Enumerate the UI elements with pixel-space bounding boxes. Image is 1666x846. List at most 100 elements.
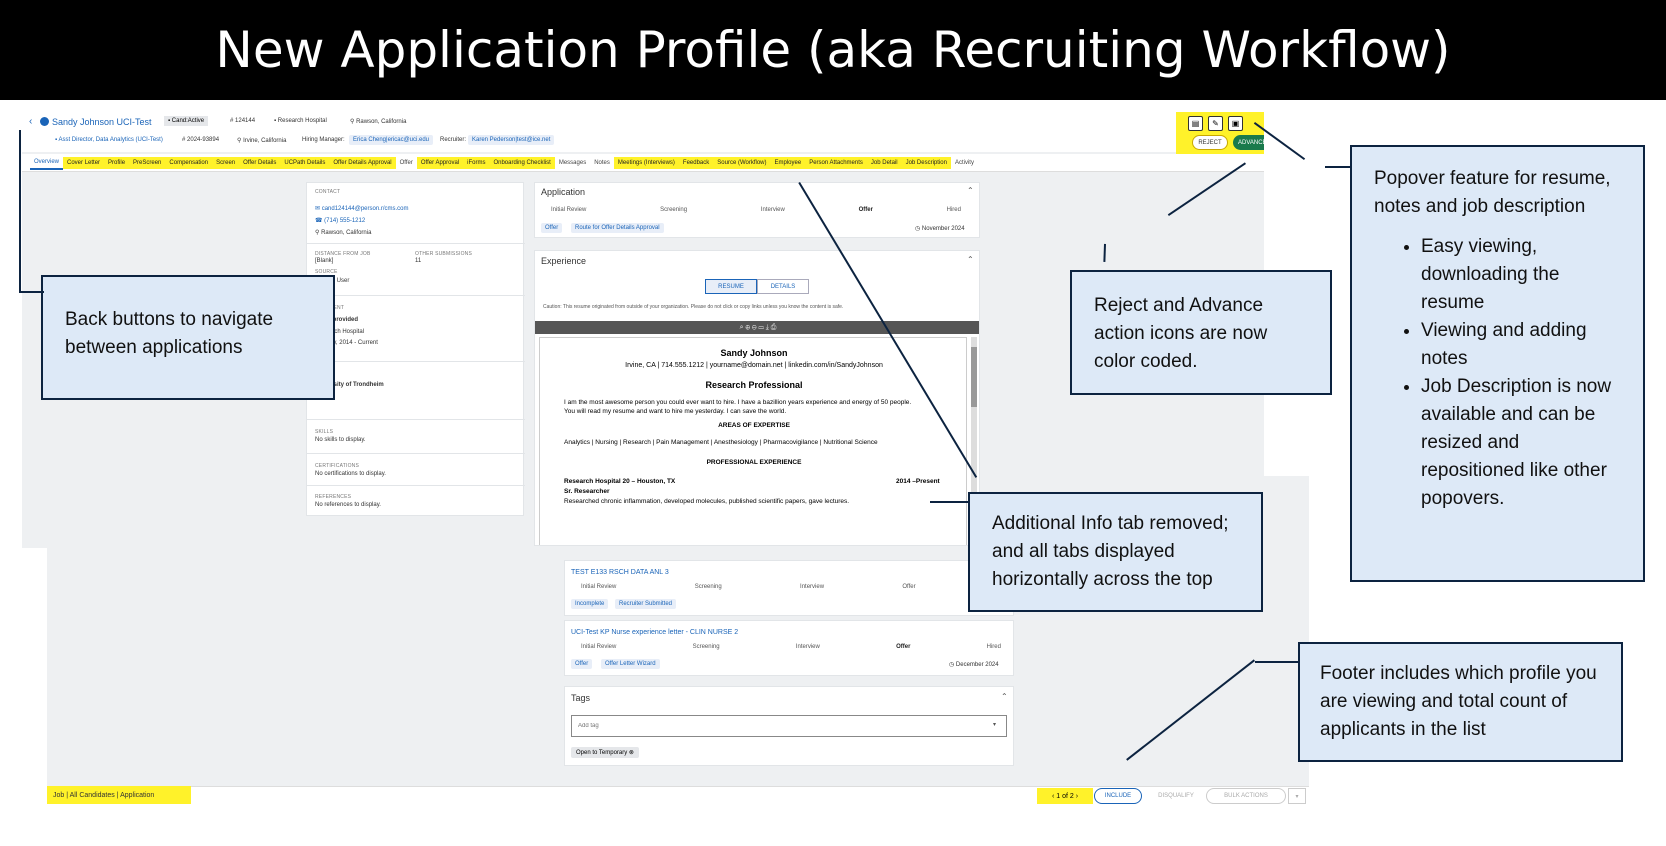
collapse-icon[interactable]: ⌃ <box>1001 692 1008 701</box>
tab-iforms[interactable]: iForms <box>463 156 490 169</box>
hiring-manager-chip[interactable]: Erica Cheng|ericac@uci.edu <box>349 135 434 145</box>
job-title-value[interactable]: Asst Director, Data Analytics (UCI-Test) <box>58 137 163 143</box>
tab-screen[interactable]: Screen <box>212 156 240 169</box>
footer-divider <box>47 786 1309 787</box>
resume-toggle[interactable]: RESUME <box>705 279 757 294</box>
tab-meetings[interactable]: Meetings (Interviews) <box>613 156 679 169</box>
pdf-scrollbar[interactable] <box>971 337 977 545</box>
advance-button[interactable]: ADVANCE <box>1233 135 1264 150</box>
tab-job-description[interactable]: Job Description <box>901 156 951 169</box>
tab-prescreen[interactable]: PreScreen <box>129 156 166 169</box>
email-row[interactable]: ✉ cand124144@person.r/cms.com <box>315 205 409 212</box>
disqualify-button[interactable]: DISQUALIFY <box>1158 793 1194 799</box>
remove-tag-icon[interactable]: ⊗ <box>628 750 634 756</box>
back-icon[interactable]: ‹ <box>29 116 33 127</box>
profile-header: ‹ Sandy Johnson UCI-Test ▪ Cand:Active #… <box>22 112 1264 152</box>
tab-onboarding-checklist[interactable]: Onboarding Checklist <box>489 156 555 169</box>
other-app-title[interactable]: UCI-Test KP Nurse experience letter - CL… <box>571 629 739 636</box>
collapse-icon[interactable]: ⌃ <box>967 186 974 195</box>
source-label: SOURCE <box>315 269 338 275</box>
resume-role: Sr. Researcher <box>564 488 610 495</box>
prev-icon[interactable]: ‹ <box>1051 792 1055 800</box>
recruiter-chip[interactable]: Karen Pederson|test@ice.net <box>468 135 555 145</box>
education-school: University of Trondheim <box>315 382 384 388</box>
other-application-card[interactable]: TEST E133 RSCH DATA ANL 3 Initial Review… <box>564 560 1014 616</box>
other-app-date-value: December 2024 <box>955 662 999 668</box>
notes-popover-icon[interactable]: ✎ <box>1208 116 1223 131</box>
step-screening: Screening <box>660 207 688 213</box>
req-number-value: 2024-93894 <box>187 137 220 143</box>
other-app-title[interactable]: TEST E133 RSCH DATA ANL 3 <box>571 569 669 576</box>
employment-org: Research Hospital <box>315 329 365 335</box>
pdf-toolbar[interactable]: ⌕ ⊕ ⊖ ▭ ⤓ ⎙ <box>535 321 979 334</box>
tab-overview[interactable]: Overview <box>30 156 64 170</box>
resume-duties: Researched chronic inflammation, develop… <box>564 498 850 505</box>
tab-offer-details[interactable]: Offer Details <box>239 156 281 169</box>
tab-notes[interactable]: Notes <box>594 159 610 166</box>
tab-profile[interactable]: Profile <box>104 156 130 169</box>
job-title[interactable]: ▪ Asst Director, Data Analytics (UCI-Tes… <box>55 137 163 143</box>
popover-bullet: Easy viewing, downloading the resume <box>1421 233 1621 317</box>
experience-card: Experience ⌃ RESUME DETAILS Caution: Thi… <box>534 250 980 546</box>
email-value[interactable]: cand124144@person.r/cms.com <box>321 206 409 212</box>
application-title: Application <box>541 187 586 197</box>
divider <box>307 485 525 486</box>
candidate-name[interactable]: Sandy Johnson UCI-Test <box>52 117 152 127</box>
status-chip: Incomplete <box>571 599 609 609</box>
bulk-actions-caret-icon[interactable]: ▾ <box>1288 788 1306 804</box>
references-value: No references to display. <box>315 502 381 508</box>
org-value: Research Hospital <box>277 118 327 124</box>
resume-contact: Irvine, CA | 714.555.1212 | yourname@dom… <box>625 362 883 369</box>
tab-activity[interactable]: Activity <box>954 159 974 166</box>
phone-icon: ☎ <box>315 218 325 224</box>
divider <box>307 453 525 454</box>
tab-employee[interactable]: Employee <box>770 156 806 169</box>
tab-messages[interactable]: Messages <box>558 159 587 166</box>
footer-breadcrumb[interactable]: Job | All Candidates | Application <box>47 786 191 804</box>
other-app-steps: Initial Review Screening Interview Offer… <box>581 584 1001 590</box>
include-button[interactable]: INCLUDE <box>1094 788 1142 804</box>
tab-feedback[interactable]: Feedback <box>678 156 714 169</box>
tab-ucpath-details[interactable]: UCPath Details <box>280 156 330 169</box>
callout-popover: Popover feature for resume, notes and jo… <box>1350 145 1645 582</box>
footer-pager[interactable]: ‹ 1 of 2 › <box>1037 788 1093 804</box>
location-value: Rawson, California <box>356 119 407 125</box>
other-application-card[interactable]: UCI-Test KP Nurse experience letter - CL… <box>564 620 1014 676</box>
resume-expertise-heading: AREAS OF EXPERTISE <box>718 422 790 429</box>
job-description-popover-icon[interactable]: ▣ <box>1228 116 1243 131</box>
resume-popover-icon[interactable]: ▤ <box>1188 116 1203 131</box>
callout-tabs: Additional Info tab removed; and all tab… <box>968 492 1263 612</box>
tab-source-workflow[interactable]: Source (Workflow) <box>713 156 771 169</box>
details-toggle[interactable]: DETAILS <box>757 279 809 294</box>
phone-value[interactable]: (714) 555-1212 <box>324 218 366 224</box>
tag-chip[interactable]: Open to Temporary ⊗ <box>571 747 639 758</box>
city-value: Rawson, California <box>321 230 372 236</box>
tab-cover-letter[interactable]: Cover Letter <box>63 156 105 169</box>
bulk-actions-button[interactable]: BULK ACTIONS <box>1206 788 1286 804</box>
add-tag-input[interactable] <box>571 715 1007 737</box>
tab-offer-details-approval[interactable]: Offer Details Approval <box>329 156 396 169</box>
step-screening: Screening <box>694 584 722 590</box>
divider <box>307 361 525 362</box>
tab-offer-approval[interactable]: Offer Approval <box>416 156 464 169</box>
reject-button[interactable]: REJECT <box>1192 135 1228 150</box>
tab-job-detail[interactable]: Job Detail <box>866 156 902 169</box>
connector-line <box>19 291 44 293</box>
next-icon[interactable]: › <box>1075 792 1079 800</box>
certifications-label: CERTIFICATIONS <box>315 463 360 469</box>
tab-bar: Overview Cover Letter Profile PreScreen … <box>22 154 1264 172</box>
pager-text: 1 of 2 <box>1056 792 1074 800</box>
dropdown-caret-icon[interactable]: ▾ <box>993 722 997 728</box>
req-number: # 2024-93894 <box>182 137 220 143</box>
phone-row[interactable]: ☎ (714) 555-1212 <box>315 217 365 224</box>
job-location-value: Irvine, California <box>243 138 287 144</box>
tab-person-attachments[interactable]: Person Attachments <box>805 156 867 169</box>
email-icon: ✉ <box>315 206 322 212</box>
collapse-icon[interactable]: ⌃ <box>967 255 974 264</box>
req-id: # 124144 <box>230 118 256 124</box>
scroll-thumb[interactable] <box>971 347 977 407</box>
experience-title: Experience <box>541 256 587 266</box>
tab-offer[interactable]: Offer <box>399 159 413 166</box>
tab-compensation[interactable]: Compensation <box>165 156 213 169</box>
location: ⚲ Rawson, California <box>350 119 407 125</box>
